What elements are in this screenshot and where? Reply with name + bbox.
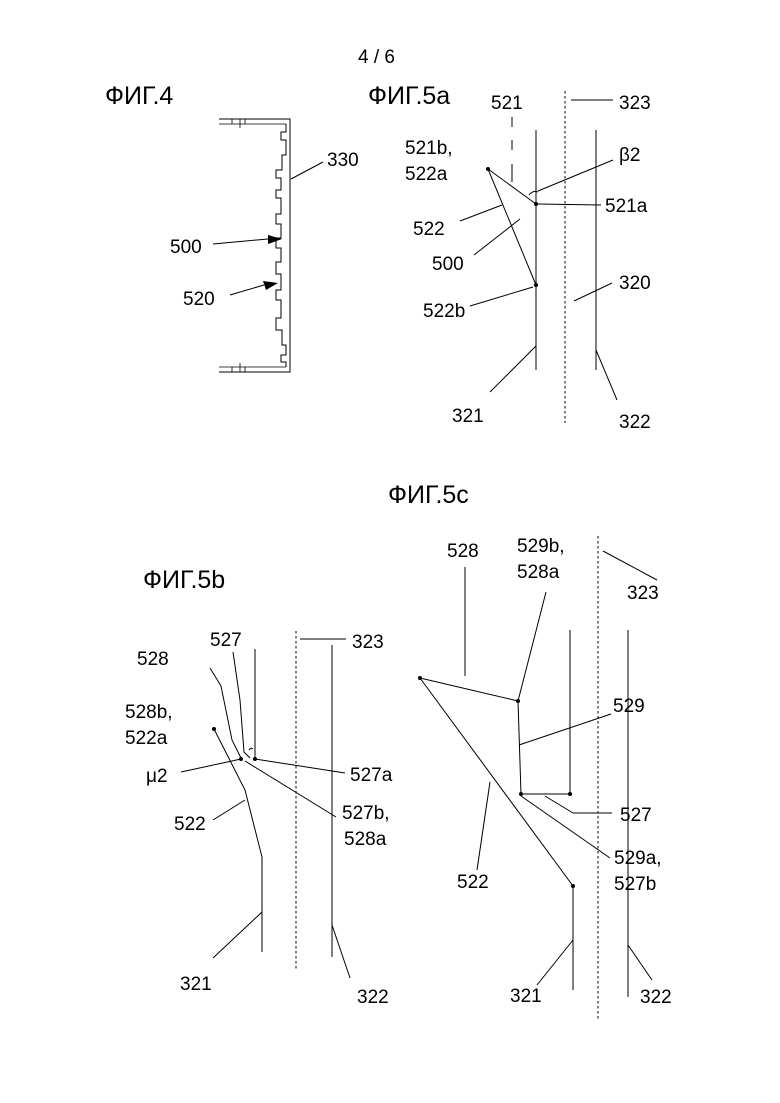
figure-5b: ФИГ.5b 527 323 528 528b, 522a μ2 527a 52… [125, 566, 393, 1008]
fig5c-profile-522 [420, 678, 573, 990]
fig4-label-500: 500 [170, 237, 202, 258]
fig5a-label-521b: 521b, [405, 138, 453, 159]
figure-5c-title: ФИГ.5c [388, 481, 469, 509]
fig5c-label-528: 528 [447, 541, 479, 562]
fig5a-label-323: 323 [619, 93, 651, 114]
fig4-leader-500 [213, 239, 268, 244]
figure-5a: ФИГ.5a 521 323 521b, 522a β2 521a 522 [368, 82, 651, 433]
fig5a-label-522a: 522a [405, 164, 448, 185]
fig5b-label-527a: 527a [350, 765, 393, 786]
fig5c-label-529a: 529a, [614, 848, 662, 869]
fig5c-label-321: 321 [510, 986, 542, 1007]
fig5a-bead-profile [488, 169, 536, 285]
figure-5c: ФИГ.5c 528 529b, 528a 323 529 527 522 52… [388, 481, 672, 1020]
fig5b-profile-528 [210, 668, 241, 758]
fig5c-label-528a: 528a [517, 562, 560, 583]
fig4-outer-frame [219, 119, 290, 372]
fig5a-label-beta2: β2 [619, 145, 641, 166]
fig5b-label-527: 527 [210, 630, 242, 651]
fig5a-label-320: 320 [619, 273, 651, 294]
fig5a-label-522: 522 [413, 219, 445, 240]
fig5c-label-323: 323 [627, 583, 659, 604]
fig5a-label-521: 521 [491, 93, 523, 114]
fig5b-label-528b: 528b, [125, 702, 173, 723]
fig5a-label-322: 322 [619, 412, 651, 433]
fig5b-label-321: 321 [180, 974, 212, 995]
fig5b-label-323: 323 [352, 632, 384, 653]
fig5c-profile-529 [518, 701, 570, 794]
fig5a-label-522b: 522b [423, 301, 465, 322]
fig5b-label-527b: 527b, [342, 803, 390, 824]
figure-5b-title: ФИГ.5b [143, 566, 225, 594]
fig4-label-330: 330 [327, 150, 359, 171]
fig5c-label-527b: 527b [614, 874, 656, 895]
fig5c-label-322: 322 [640, 987, 672, 1008]
fig4-arrow-500 [268, 235, 282, 244]
fig5c-label-527: 527 [620, 805, 652, 826]
fig4-leader-330 [291, 162, 323, 179]
fig5c-label-529b: 529b, [517, 536, 565, 557]
figure-4: ФИГ.4 330 500 520 [105, 82, 359, 372]
fig4-leader-520 [230, 285, 264, 295]
figure-4-title: ФИГ.4 [105, 82, 173, 110]
fig5b-label-522a: 522a [125, 728, 168, 749]
fig5b-label-528a: 528a [344, 829, 387, 850]
fig5a-label-500: 500 [432, 254, 464, 275]
fig5b-label-322: 322 [357, 987, 389, 1008]
page-number: 4 / 6 [358, 47, 395, 68]
fig5b-label-528: 528 [137, 649, 169, 670]
fig4-wall-profile [276, 124, 286, 367]
fig5c-label-529: 529 [613, 696, 645, 717]
fig5a-label-521a: 521a [605, 196, 648, 217]
figure-5a-title: ФИГ.5a [368, 82, 450, 110]
fig4-arrow-520 [263, 281, 278, 290]
fig5b-label-522: 522 [174, 814, 206, 835]
fig5a-label-321: 321 [452, 406, 484, 427]
fig5c-label-522: 522 [457, 872, 489, 893]
fig4-label-520: 520 [183, 289, 215, 310]
fig5b-label-mu2: μ2 [146, 766, 168, 787]
